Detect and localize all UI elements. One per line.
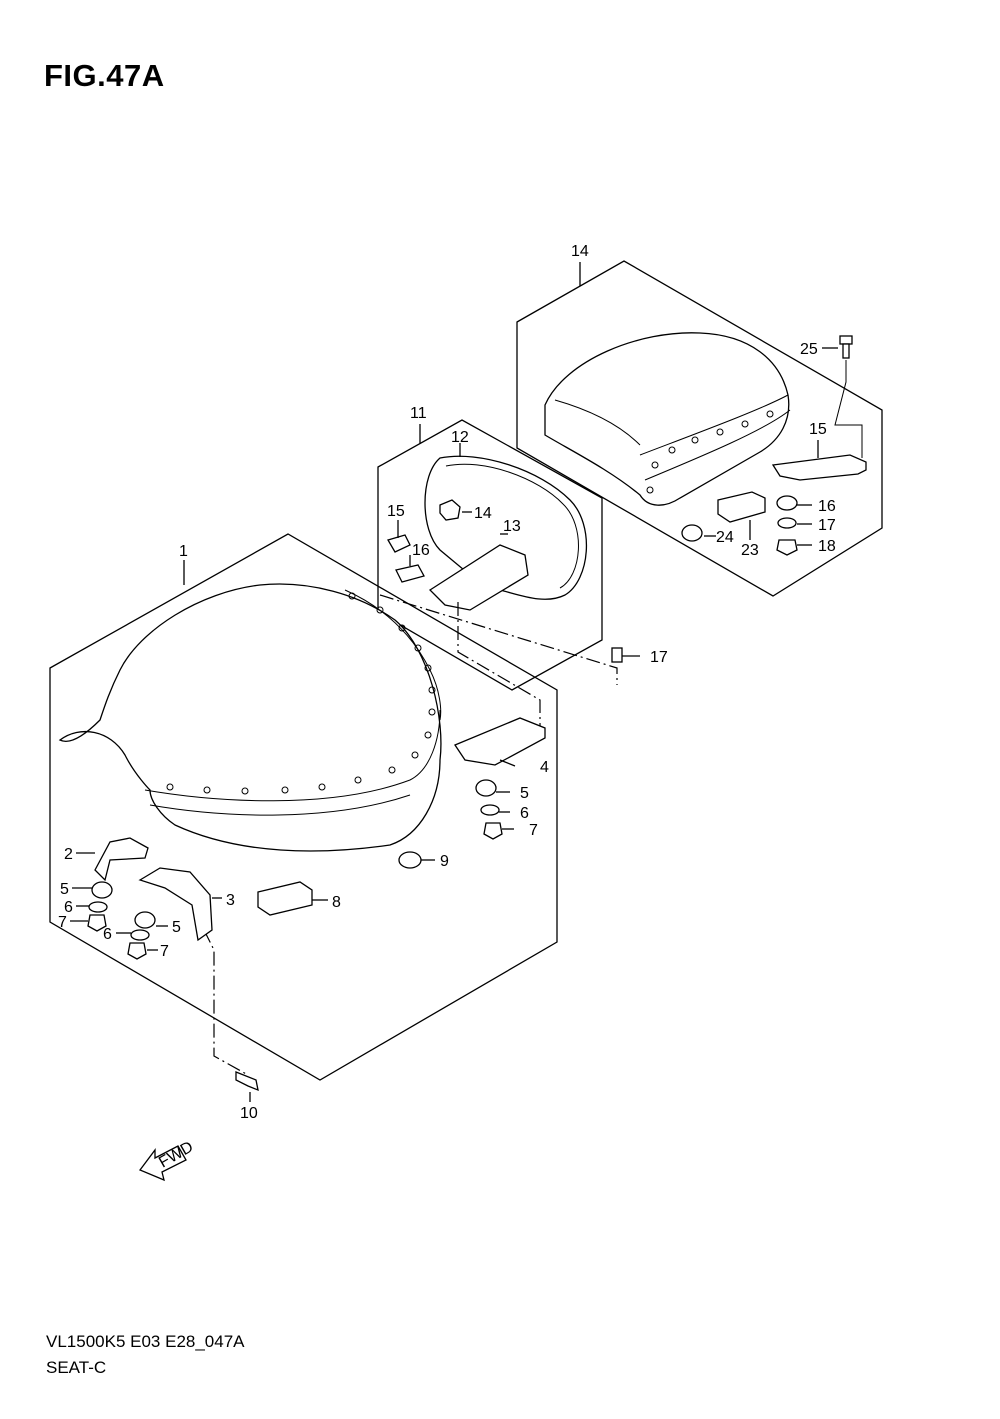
- rear-damper-rubber: [776, 495, 798, 511]
- callout-12: 12: [451, 429, 469, 446]
- front-bracket-left: [94, 837, 149, 882]
- callout-6-left: 6: [64, 899, 73, 916]
- callout-11: 11: [410, 405, 427, 422]
- fwd-label: FWD: [156, 1138, 196, 1171]
- rear-seat-cushion: [544, 332, 791, 506]
- callout-5-right: 5: [520, 785, 529, 802]
- front-seat-cushion: [58, 583, 442, 852]
- callout-21: 17: [818, 517, 836, 534]
- callout-2: 2: [64, 846, 73, 863]
- cushion-5-mid: [134, 911, 156, 929]
- front-seat-group: [49, 533, 558, 1092]
- belt-plate-2: [395, 564, 425, 583]
- callout-15: 15: [387, 503, 405, 520]
- callout-4: 4: [540, 759, 549, 776]
- callout-7-left: 7: [58, 914, 67, 931]
- model-code: VL1500K5 E03 E28_047A: [46, 1332, 245, 1351]
- seat-belt-group: [377, 419, 623, 691]
- callout-3: 3: [226, 892, 235, 909]
- callout-22: 18: [818, 538, 836, 555]
- nut-7-left: [87, 914, 107, 932]
- rear-washer: [777, 517, 797, 529]
- rear-bracket: [771, 454, 867, 481]
- seat-damper: [257, 881, 313, 916]
- belt-plate: [387, 534, 411, 553]
- washer-6-mid: [130, 929, 150, 941]
- leader-bracket-to-bolt: [203, 929, 249, 1076]
- rear-damper: [717, 491, 766, 523]
- belt-nut: [439, 499, 461, 521]
- figure-title: FIG.47A: [44, 58, 165, 93]
- fwd-arrow: FWD: [138, 1138, 196, 1182]
- front-seat-studs: [166, 592, 436, 795]
- washer-6-left: [88, 901, 108, 913]
- callout-6-right: 6: [520, 805, 529, 822]
- front-bracket-right: [138, 867, 213, 942]
- washer-6: [480, 804, 500, 816]
- seat-cushion-rubber: [398, 851, 422, 869]
- cushion-5: [475, 779, 497, 797]
- seat-belt: [424, 455, 588, 600]
- leader-belt-to-bracket: [457, 602, 541, 733]
- rear-nut: [776, 539, 798, 556]
- rear-seat-boundary: [516, 260, 883, 597]
- callout-23: 23: [741, 542, 759, 559]
- callout-1: 1: [179, 543, 188, 560]
- rear-seat-studs: [646, 410, 774, 494]
- callout-lines: [70, 262, 838, 1102]
- nut-7-mid: [127, 942, 147, 960]
- callout-13: 13: [503, 518, 521, 535]
- callout-25: 25: [800, 341, 818, 358]
- callout-labels: 14 25 15 16 17 18 24 23 11 12 14 13 15 1…: [58, 243, 836, 1122]
- front-seat-boundary: [49, 533, 558, 1081]
- belt-bracket: [428, 544, 529, 611]
- callout-14: 14: [474, 505, 492, 522]
- seat-bolt: [235, 1071, 259, 1092]
- callout-19: 15: [809, 421, 827, 438]
- leader-belt-to-bolt: [379, 594, 618, 685]
- rear-cushion-rubber: [681, 524, 703, 542]
- callout-16: 16: [412, 542, 430, 559]
- callout-17: 17: [650, 649, 668, 666]
- front-rear-bracket: [454, 717, 546, 766]
- callout-5-mid: 5: [172, 919, 181, 936]
- callout-9: 9: [440, 853, 449, 870]
- nut-7: [483, 822, 503, 840]
- callout-7-right: 7: [529, 822, 538, 839]
- callout-5-left: 5: [60, 881, 69, 898]
- callout-6-mid: 6: [103, 926, 112, 943]
- belt-bolt: [611, 647, 623, 663]
- callout-8: 8: [332, 894, 341, 911]
- rear-seat-group: [516, 260, 883, 597]
- rear-bolt: [839, 335, 853, 359]
- cushion-5-left: [91, 881, 113, 899]
- callout-18: 14: [571, 243, 589, 260]
- callout-10: 10: [240, 1105, 258, 1122]
- callout-7-mid: 7: [160, 943, 169, 960]
- callout-24: 24: [716, 529, 734, 546]
- callout-20: 16: [818, 498, 836, 515]
- section-name: SEAT-C: [46, 1358, 107, 1377]
